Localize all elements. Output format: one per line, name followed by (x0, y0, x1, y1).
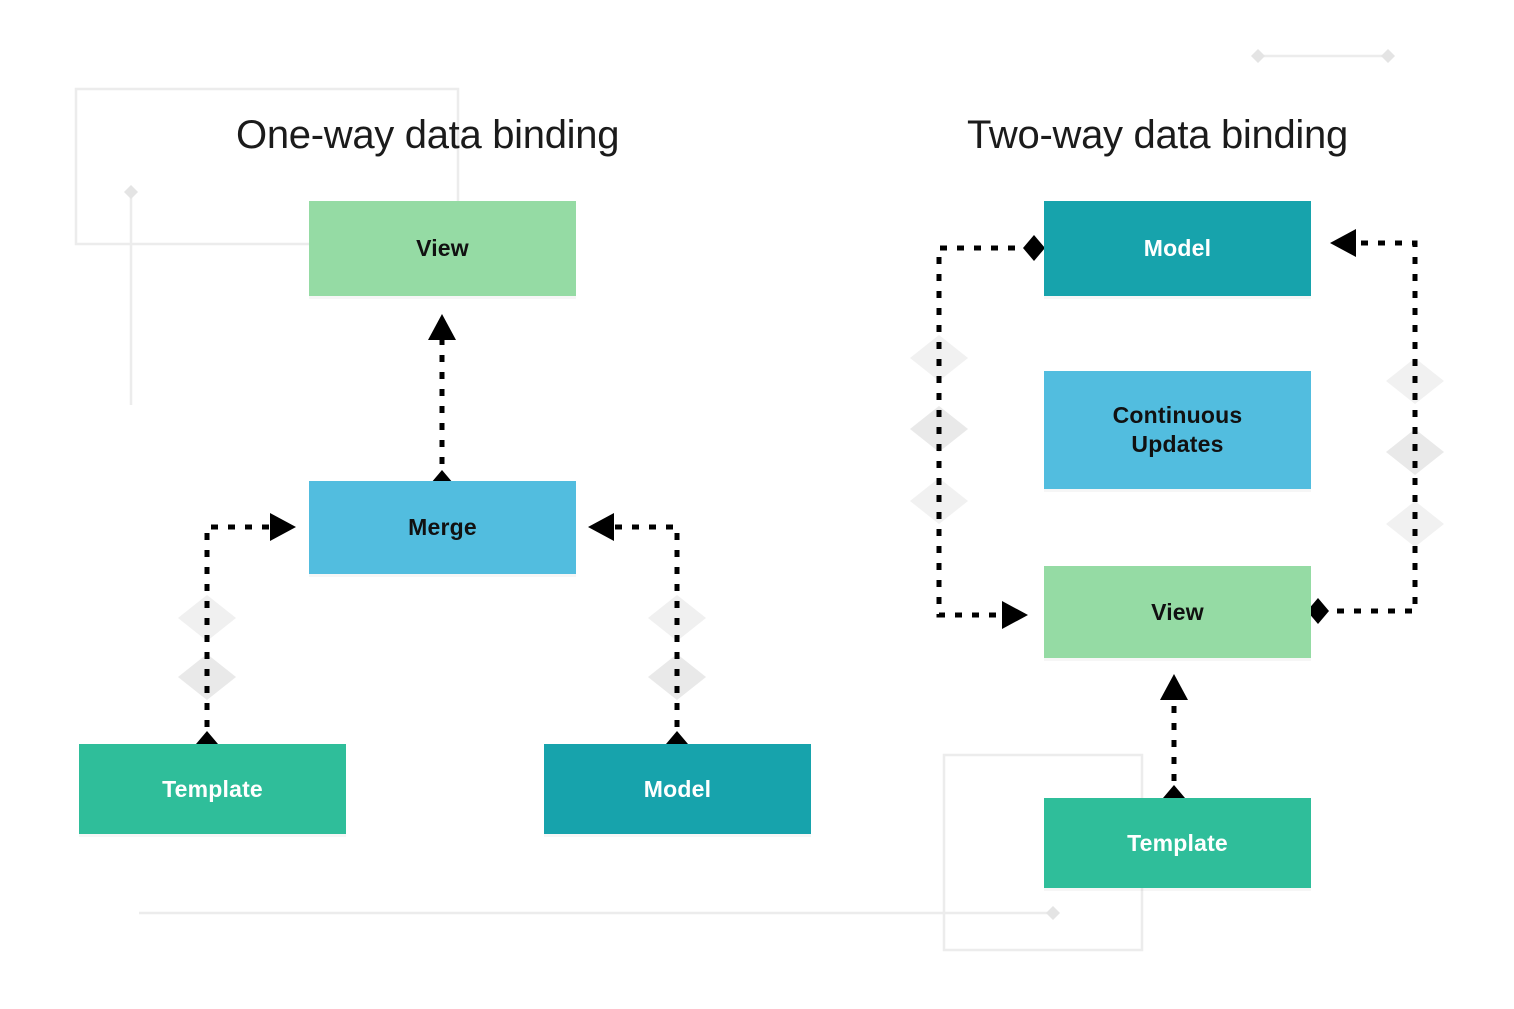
edge-model-to-merge (588, 513, 688, 757)
panel-title-one-way: One-way data binding (236, 113, 620, 157)
watermark-diamond (648, 654, 706, 700)
edge-merge-to-view (428, 314, 456, 496)
continuous-updates-line-1: Continuous (1112, 402, 1243, 429)
continuous-updates-line-2: Updates (1131, 431, 1224, 457)
arrow-marker (588, 513, 614, 541)
node-left-model[interactable]: Model (544, 744, 811, 834)
decor-diamond-small-left (124, 185, 138, 199)
edge-template-to-merge (196, 513, 296, 757)
watermark-diamond (178, 654, 236, 700)
panel-title-two-way: Two-way data binding (967, 113, 1348, 157)
node-right-continuous-updates[interactable]: Continuous Updates (1044, 371, 1311, 489)
node-left-view[interactable]: View (309, 201, 576, 296)
edge-template-to-view (1160, 674, 1188, 811)
node-left-merge[interactable]: Merge (309, 481, 576, 574)
node-right-template[interactable]: Template (1044, 798, 1311, 888)
node-right-model[interactable]: Model (1044, 201, 1311, 296)
edge-view-to-model (1307, 229, 1418, 624)
watermark-diamond (910, 335, 968, 381)
node-left-template[interactable]: Template (79, 744, 346, 834)
decor-diamond-small-topright-start (1251, 49, 1265, 63)
decor-diamond-small-topright-end (1381, 49, 1395, 63)
watermark-diamond (1386, 501, 1444, 547)
diamond-marker (1023, 235, 1045, 261)
edge-model-to-view (936, 235, 1045, 629)
arrow-marker (1160, 674, 1188, 700)
decor-rect-top-left (74, 87, 460, 246)
arrow-marker (428, 314, 456, 340)
arrow-marker (270, 513, 296, 541)
decor-diamond-small-bottom (1046, 906, 1060, 920)
arrow-marker (1002, 601, 1028, 629)
watermark-diamond (1386, 429, 1444, 475)
arrow-marker (1330, 229, 1356, 257)
diamond-marker (1307, 598, 1329, 624)
node-right-view[interactable]: View (1044, 566, 1311, 658)
